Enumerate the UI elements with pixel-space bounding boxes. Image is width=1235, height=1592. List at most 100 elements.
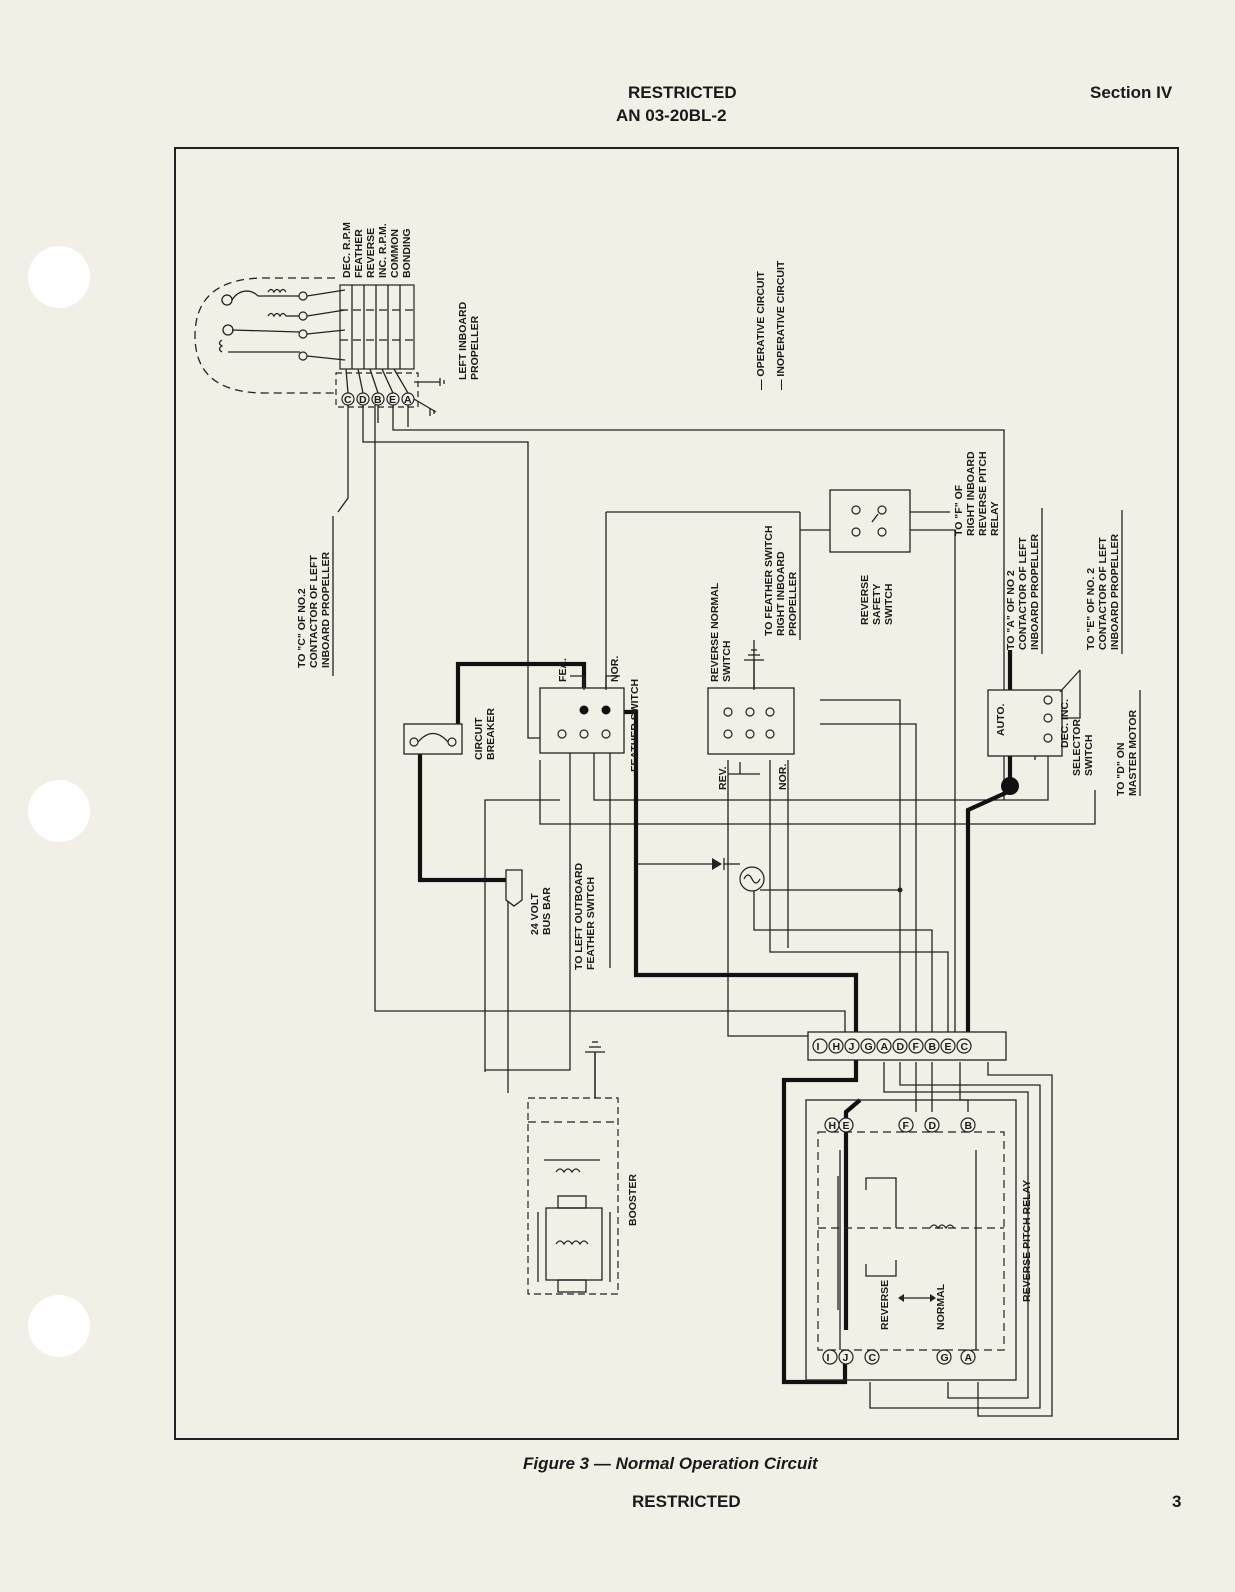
- to-d-label-1: TO "D" ON: [1115, 742, 1127, 796]
- reverse-safety-switch: REVERSE SAFETY SWITCH: [829, 489, 911, 625]
- prop-pin-b: B: [374, 394, 382, 406]
- legend-operative: — OPERATIVE CIRCUIT: [755, 271, 767, 390]
- relay-terminal-label: F: [903, 1120, 910, 1132]
- prop-pin-e: E: [389, 394, 396, 406]
- prop-label-2: PROPELLER: [469, 315, 481, 380]
- bus-bar-label-1: 24 VOLT: [529, 893, 541, 935]
- strip-terminal-label: B: [929, 1041, 937, 1053]
- dec-inc-label: DEC. INC.: [1059, 699, 1071, 748]
- to-e-label-1: TO "E" OF NO. 2: [1085, 568, 1097, 650]
- strip-terminal-f: [908, 1038, 924, 1054]
- to-feather-label-3: PROPELLER: [787, 571, 799, 636]
- prop-pin-d: D: [359, 394, 367, 406]
- to-c-label-3: INBOARD PROPELLER: [320, 551, 332, 668]
- relay-normal-label: NORMAL: [935, 1283, 947, 1330]
- relay-terminal-label: G: [941, 1352, 949, 1364]
- selector-label-1: SELECTOR: [1071, 719, 1083, 776]
- lead-dec-rpm: DEC. R.P.M: [341, 222, 353, 278]
- to-a-label-1: TO "A" OF NO 2: [1005, 570, 1017, 650]
- circuit-breaker: CIRCUIT BREAKER: [403, 708, 497, 760]
- operative-wiring: [407, 650, 1015, 1385]
- figure-caption: Figure 3 — Normal Operation Circuit: [523, 1454, 818, 1473]
- booster: BOOSTER: [527, 1041, 639, 1295]
- feather-switch-fea: FEA.: [557, 658, 569, 682]
- to-feather-label-2: RIGHT INBOARD: [775, 551, 787, 636]
- safety-label-1: REVERSE: [859, 575, 871, 625]
- to-f-label-1: TO "F" OF: [953, 484, 965, 536]
- strip-terminal-b: [924, 1038, 940, 1054]
- strip-terminal-label: I: [817, 1041, 820, 1053]
- circuit-breaker-label-2: BREAKER: [485, 708, 497, 760]
- strip-terminal-label: H: [833, 1041, 841, 1053]
- to-left-outboard-1: TO LEFT OUTBOARD: [573, 862, 585, 970]
- relay-bottom-terminal-j: [838, 1349, 854, 1365]
- strip-terminal-label: F: [913, 1041, 920, 1053]
- circuit-breaker-label-1: CIRCUIT: [473, 717, 485, 760]
- header-classification: RESTRICTED: [628, 83, 737, 102]
- external-labels: TO "C" OF NO.2 CONTACTOR OF LEFT INBOARD…: [296, 451, 1141, 970]
- to-f-label-3: REVERSE PITCH: [977, 451, 989, 536]
- prop-pin-c: C: [344, 394, 352, 406]
- relay-top-terminal-b: [960, 1117, 976, 1133]
- relay-terminal-label: J: [843, 1352, 849, 1364]
- booster-label: BOOSTER: [627, 1174, 639, 1226]
- feather-switch: FEA. NOR. FEATHER SWITCH: [539, 656, 641, 772]
- strip-terminal-label: J: [849, 1041, 855, 1053]
- auto-label: AUTO.: [995, 703, 1007, 736]
- footer-classification: RESTRICTED: [632, 1492, 741, 1511]
- relay-bottom-terminal-c: [864, 1349, 880, 1365]
- propeller-lead-labels: DEC. R.P.M FEATHER REVERSE INC. R.P.M. C…: [341, 222, 481, 380]
- relay-terminal-label: H: [829, 1120, 837, 1132]
- to-c-label-2: CONTACTOR OF LEFT: [308, 555, 320, 668]
- to-e-label-3: INBOARD PROPELLER: [1109, 533, 1121, 650]
- punch-hole-bottom: [28, 1295, 90, 1357]
- indicator-lamp: [712, 858, 765, 892]
- lead-inc-rpm: INC. R.P.M.: [377, 223, 389, 278]
- bus-bar: 24 VOLT BUS BAR: [505, 869, 553, 935]
- selector-switch: AUTO. DEC. INC. SELECTOR SWITCH: [987, 689, 1095, 795]
- propeller-assembly: C D B E A: [194, 277, 445, 416]
- rev-normal-label-2: SWITCH: [721, 641, 733, 682]
- circuit-diagram: C D B E A DEC. R.P.M FEATHER REVERSE INC…: [174, 147, 1179, 1440]
- document-number: AN 03-20BL-2: [616, 106, 727, 125]
- relay-label: REVERSE PITCH RELAY: [1021, 1180, 1033, 1302]
- prop-pin-a: A: [404, 394, 412, 406]
- strip-terminal-label: A: [881, 1041, 889, 1053]
- section-label: Section IV: [1090, 83, 1173, 102]
- relay-bottom-terminal-i: [822, 1349, 838, 1365]
- lead-bonding: BONDING: [401, 228, 413, 278]
- strip-terminal-e: [940, 1038, 956, 1054]
- relay-terminal-label: D: [929, 1120, 937, 1132]
- to-left-outboard-2: FEATHER SWITCH: [585, 877, 597, 970]
- strip-terminal-g: [860, 1038, 876, 1054]
- safety-label-3: SWITCH: [883, 584, 895, 625]
- strip-terminal-label: D: [897, 1041, 905, 1053]
- to-feather-label-1: TO FEATHER SWITCH: [763, 526, 775, 636]
- relay-terminal-label: C: [869, 1352, 877, 1364]
- to-e-label-2: CONTACTOR OF LEFT: [1097, 537, 1109, 650]
- punch-hole-middle: [28, 780, 90, 842]
- strip-terminal-c: [956, 1038, 972, 1054]
- relay-terminal-label: I: [827, 1352, 830, 1364]
- to-d-label-2: MASTER MOTOR: [1127, 709, 1139, 796]
- to-f-label-2: RIGHT INBOARD: [965, 451, 977, 536]
- relay-bottom-terminal-g: [936, 1349, 952, 1365]
- to-c-label-1: TO "C" OF NO.2: [296, 588, 308, 668]
- page-number: 3: [1172, 1492, 1182, 1511]
- inoperative-wiring: [337, 405, 1096, 1417]
- selector-label-2: SWITCH: [1083, 735, 1095, 776]
- legend-inoperative: — INOPERATIVE CIRCUIT: [775, 260, 787, 390]
- to-a-label-3: INBOARD PROPELLER: [1029, 533, 1041, 650]
- rev-label: REV.: [717, 766, 729, 790]
- nor-label: NOR.: [777, 764, 789, 790]
- relay-terminal-label: E: [843, 1120, 850, 1132]
- bus-bar-label-2: BUS BAR: [541, 887, 553, 935]
- relay-terminal-label: A: [965, 1352, 973, 1364]
- figure-frame: [174, 147, 1179, 1440]
- strip-terminal-d: [892, 1038, 908, 1054]
- relay-top-terminal-d: [924, 1117, 940, 1133]
- to-a-label-2: CONTACTOR OF LEFT: [1017, 537, 1029, 650]
- to-f-label-4: RELAY: [989, 501, 1001, 536]
